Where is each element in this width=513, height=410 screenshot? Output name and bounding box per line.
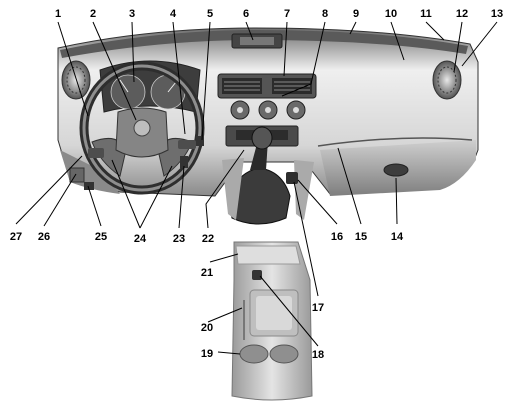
dashboard-left-lower [60,150,120,194]
leader-lines [15,21,498,355]
callout-19: 19 [201,348,213,360]
glove-box-handle [383,163,409,177]
callout-5: 5 [207,8,213,20]
centre-vents [217,73,317,99]
callout-20: 20 [201,322,213,334]
top-storage [231,33,283,49]
callout-24: 24 [134,233,147,245]
callout-6: 6 [243,8,249,20]
dashboard-switch [196,136,204,146]
left-stalk [88,148,104,158]
callout-26: 26 [38,231,50,243]
callout-labels: 1 2 3 4 5 6 7 8 9 10 11 12 13 14 15 16 1… [10,8,503,361]
callout-11: 11 [420,8,432,20]
gear-lever [227,126,291,225]
callout-14: 14 [391,231,404,243]
gear-knob [251,126,273,150]
callout-17: 17 [312,302,324,314]
callout-23: 23 [173,233,185,245]
callout-1: 1 [55,8,61,20]
ignition-switch [180,156,188,168]
callout-12: 12 [456,8,468,20]
console-switch [286,172,298,184]
right-stalk [178,140,196,149]
callout-15: 15 [355,231,367,243]
dashboard-top-strip [60,30,468,58]
callout-4: 4 [170,8,177,20]
glove-box [317,137,473,147]
callout-8: 8 [322,8,328,20]
heating-controls [230,100,306,120]
callout-2: 2 [90,8,96,20]
callout-3: 3 [129,8,135,20]
centre-console [231,241,313,401]
callout-27: 27 [10,231,22,243]
callout-18: 18 [312,349,324,361]
console-switch-small [252,270,262,280]
callout-7: 7 [284,8,290,20]
callout-22: 22 [202,233,214,245]
bonnet-release [84,182,94,190]
callout-16: 16 [331,231,343,243]
callout-10: 10 [385,8,397,20]
callout-25: 25 [95,231,107,243]
right-air-vent [432,60,462,100]
callout-9: 9 [353,8,359,20]
horn-emblem [133,119,151,137]
callout-21: 21 [201,267,213,279]
callout-13: 13 [491,8,503,20]
